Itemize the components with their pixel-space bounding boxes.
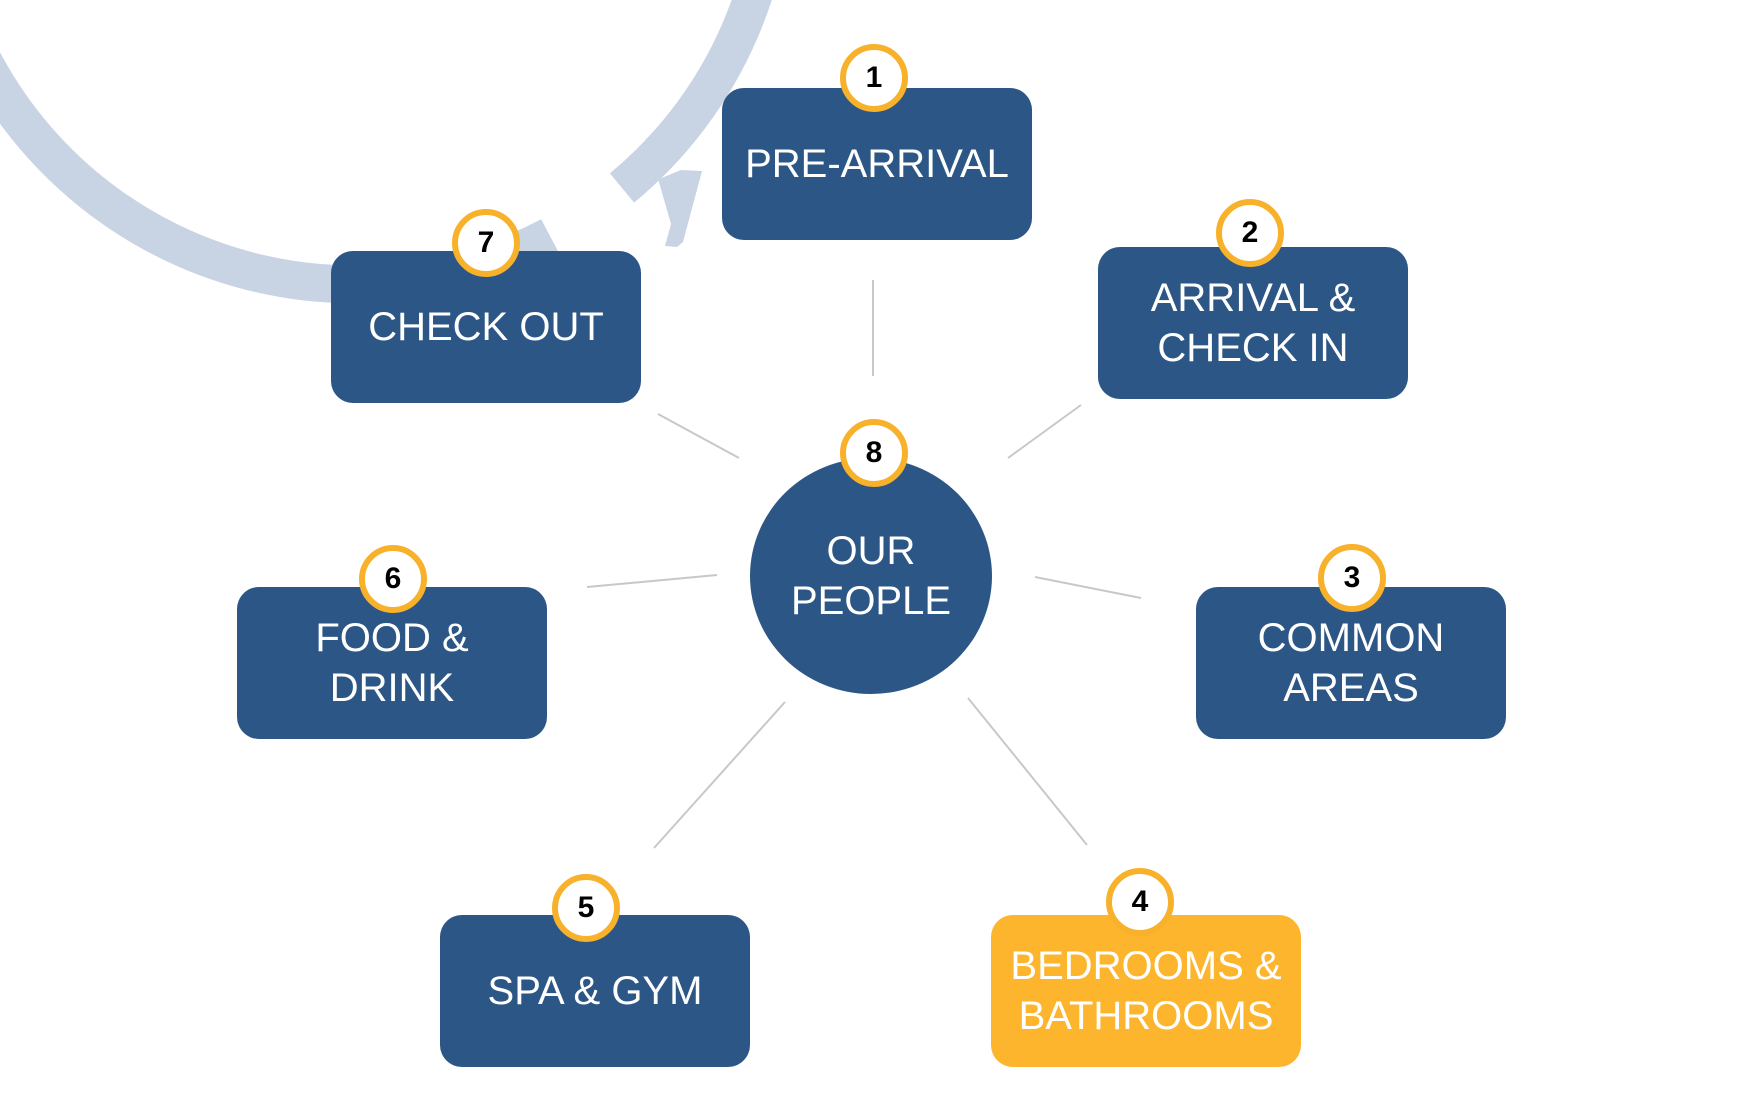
center-our-people[interactable]: OUR PEOPLE [750, 458, 992, 694]
step-box-food-drink[interactable]: FOOD & DRINK [237, 587, 547, 739]
step-number-badge: 5 [552, 874, 620, 942]
step-number-badge: 6 [359, 545, 427, 613]
center-number-badge: 8 [840, 419, 908, 487]
spokes [586, 280, 1142, 849]
cycle-arrowhead [642, 137, 702, 247]
spoke-line [657, 413, 740, 459]
step-number-badge: 3 [1318, 544, 1386, 612]
step-box-arrival-check-in[interactable]: ARRIVAL & CHECK IN [1098, 247, 1408, 399]
cycle-arrow-arc [0, 0, 772, 304]
step-label: PRE-ARRIVAL [745, 142, 1009, 186]
step-number-badge: 1 [840, 44, 908, 112]
step-label: CHECK OUT [368, 305, 604, 349]
step-box-common-areas[interactable]: COMMON AREAS [1196, 587, 1506, 739]
step-box-bedrooms-bathrooms[interactable]: BEDROOMS & BATHROOMS [991, 915, 1301, 1067]
spoke-line [1034, 576, 1142, 599]
step-number-badge: 4 [1106, 868, 1174, 936]
step-label: COMMON AREAS [1257, 616, 1445, 710]
step-number-badge: 7 [452, 209, 520, 277]
spoke-line [653, 701, 786, 849]
step-number-badge: 2 [1216, 199, 1284, 267]
center-label: OUR PEOPLE [790, 529, 952, 623]
step-label: SPA & GYM [487, 969, 703, 1013]
spoke-line [1007, 404, 1082, 459]
step-box-pre-arrival[interactable]: PRE-ARRIVAL [722, 88, 1032, 240]
spoke-line [586, 574, 718, 588]
step-label: FOOD & DRINK [315, 616, 469, 710]
step-label: BEDROOMS & BATHROOMS [1010, 944, 1282, 1038]
step-label: ARRIVAL & CHECK IN [1150, 276, 1356, 370]
spoke-line [967, 697, 1088, 846]
